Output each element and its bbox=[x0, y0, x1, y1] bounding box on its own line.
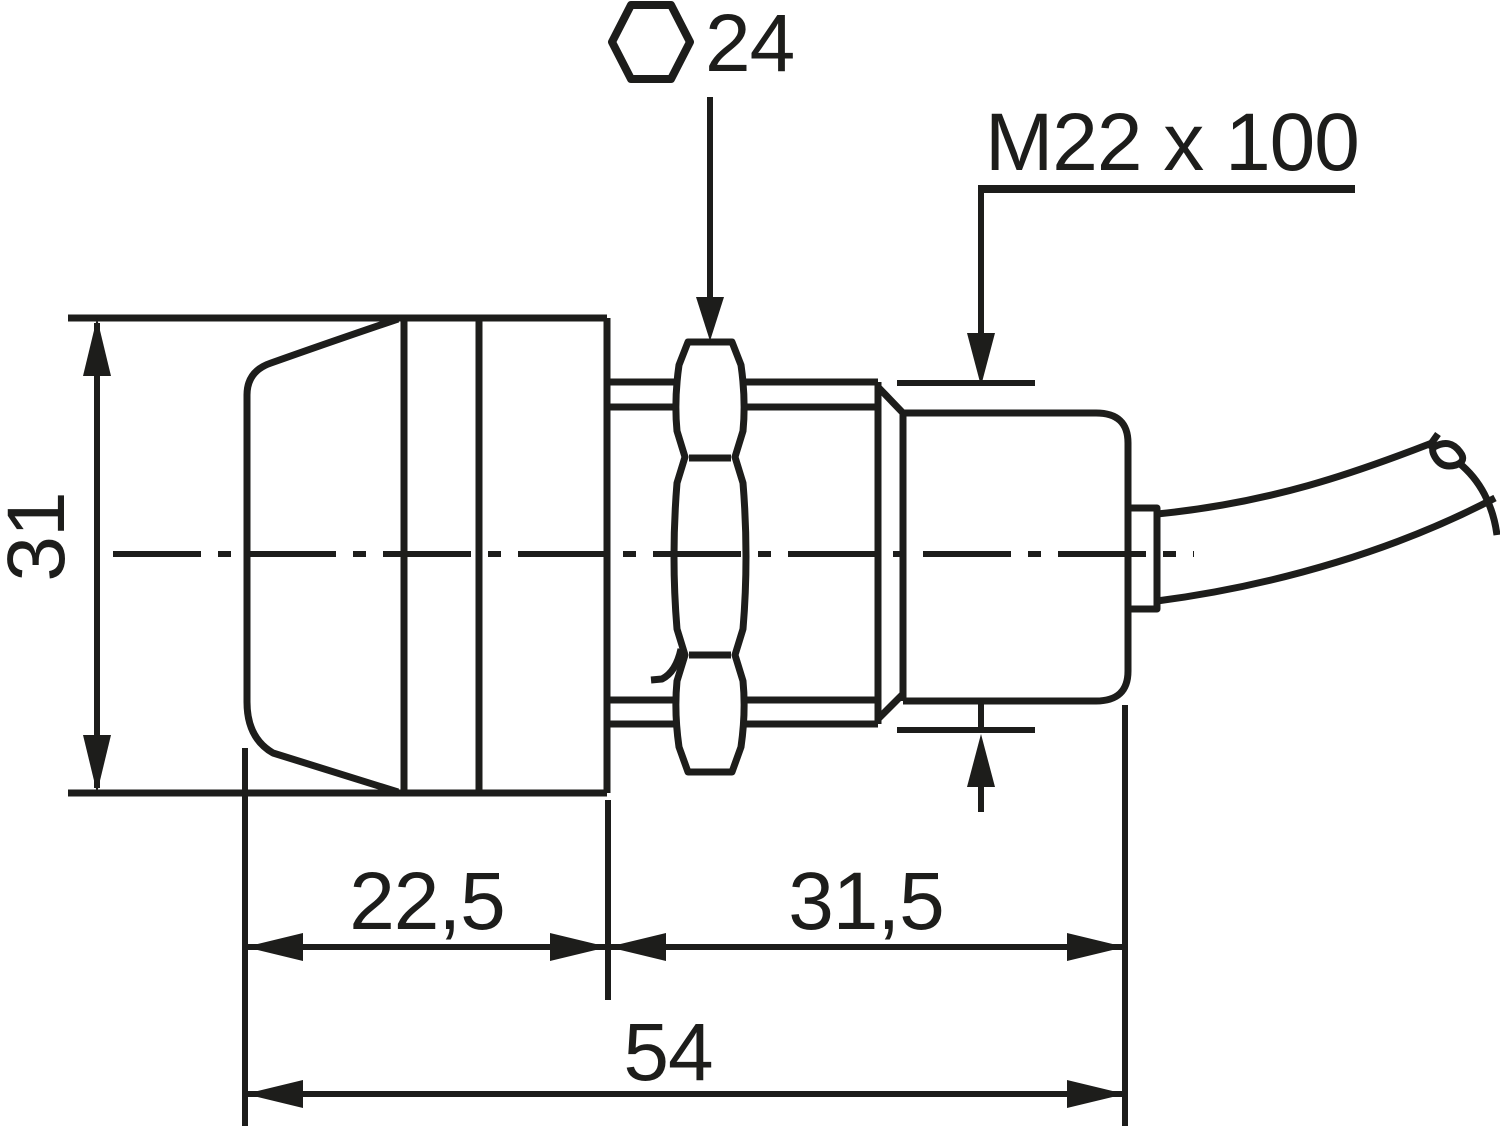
thread-arrow-up-icon bbox=[967, 734, 995, 787]
hex-nut bbox=[650, 338, 750, 776]
callout-thread-spec: M22 x 100 bbox=[897, 97, 1360, 812]
thread-arrow-down-icon bbox=[967, 333, 995, 386]
dim-54-arrow-left-icon bbox=[245, 1080, 303, 1108]
cable-end-loop bbox=[1429, 439, 1467, 470]
button-head bbox=[68, 314, 607, 797]
cable-boss bbox=[1128, 504, 1161, 613]
callout-wrench-size: 24 bbox=[608, 0, 795, 341]
cable-top-edge bbox=[1156, 439, 1434, 518]
cable-end-cusp bbox=[1425, 431, 1441, 451]
dimension-rear-depth: 31,5 bbox=[608, 705, 1128, 1126]
push-button-side-view bbox=[68, 314, 1500, 797]
dim-label-thread-spec: M22 x 100 bbox=[985, 97, 1359, 188]
hex-nut-outline bbox=[670, 338, 750, 776]
dimension-overall-length: 54 bbox=[245, 1007, 1125, 1108]
cable bbox=[1156, 431, 1500, 605]
dim-31-5-arrow-left-icon bbox=[608, 933, 666, 961]
hex-nut-washer-tab bbox=[650, 648, 685, 684]
dim-31-arrow-up-icon bbox=[83, 318, 111, 376]
dim-label-rear-depth: 31,5 bbox=[788, 856, 944, 947]
dimension-head-depth: 22,5 bbox=[242, 748, 611, 1126]
dim-54-arrow-right-icon bbox=[1067, 1080, 1125, 1108]
dim-label-head-depth: 22,5 bbox=[349, 856, 505, 947]
thread-chamfer bbox=[875, 384, 906, 722]
hex-arrow-down-icon bbox=[696, 297, 724, 341]
cable-bottom-edge bbox=[1156, 494, 1497, 605]
dim-label-wrench-size: 24 bbox=[705, 0, 794, 89]
rear-housing bbox=[899, 409, 1161, 705]
rear-housing-outline bbox=[899, 409, 1132, 705]
dim-31-5-arrow-right-icon bbox=[1067, 933, 1125, 961]
dimension-diameter-31: 31 bbox=[0, 318, 111, 793]
dim-label-diameter: 31 bbox=[0, 492, 82, 581]
dim-31-arrow-down-icon bbox=[83, 735, 111, 793]
head-front-profile bbox=[243, 315, 400, 796]
cable-end-outer-edge bbox=[1456, 460, 1500, 536]
hex-across-flats-icon bbox=[608, 1, 694, 83]
dim-22-5-arrow-right-icon bbox=[550, 933, 608, 961]
threaded-neck bbox=[607, 378, 906, 728]
dim-22-5-arrow-left-icon bbox=[245, 933, 303, 961]
dim-label-overall-length: 54 bbox=[623, 1007, 712, 1098]
